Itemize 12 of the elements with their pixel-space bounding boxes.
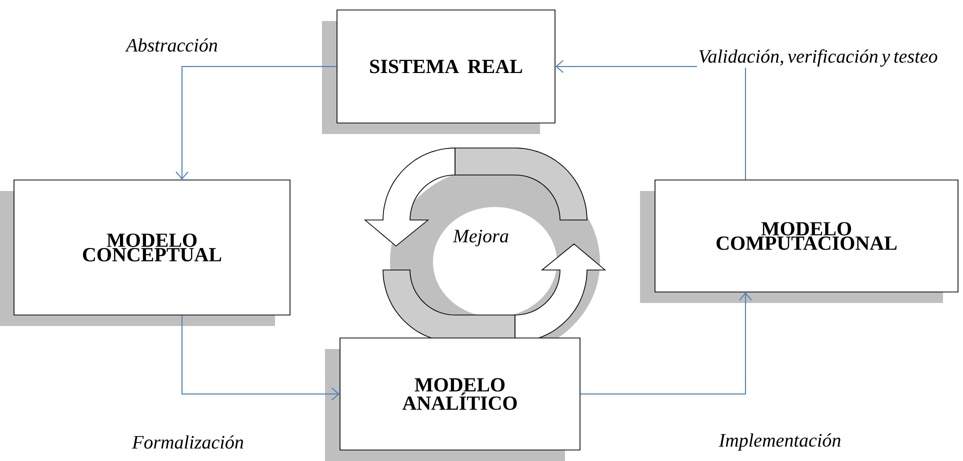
process-box: MODELO CONCEPTUAL — [0, 180, 290, 326]
edge-label: Formalización — [132, 435, 244, 449]
edge-label: Abstracción — [125, 38, 218, 52]
process-box: MODELO COMPUTACIONAL — [640, 180, 958, 303]
arrow — [182, 314, 340, 400]
edge-label: Implementación — [718, 433, 840, 451]
edge-label: Validación, verificación y testeo — [699, 49, 938, 67]
process-box: SISTEMA REAL — [322, 10, 556, 134]
arrow — [176, 66, 338, 180]
process-box: MODELO ANALÍTICO — [325, 338, 580, 461]
cycle-label: Mejora — [452, 230, 508, 246]
arrow — [580, 292, 752, 394]
